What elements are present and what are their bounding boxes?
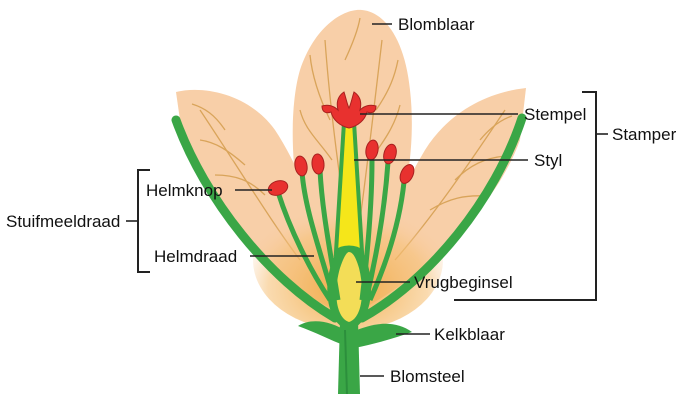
label-filament: Helmdraad <box>154 247 237 266</box>
label-stalk: Blomsteel <box>390 367 465 386</box>
stalk <box>338 320 360 394</box>
label-ovary: Vrugbeginsel <box>414 273 513 292</box>
label-sepal: Kelkblaar <box>434 325 505 344</box>
label-petal: Blomblaar <box>398 15 475 34</box>
label-stigma: Stempel <box>524 105 586 124</box>
label-pistil: Stamper <box>612 125 677 144</box>
label-stamen: Stuifmeeldraad <box>6 212 120 231</box>
label-style: Styl <box>534 151 562 170</box>
label-anther: Helmknop <box>146 181 223 200</box>
